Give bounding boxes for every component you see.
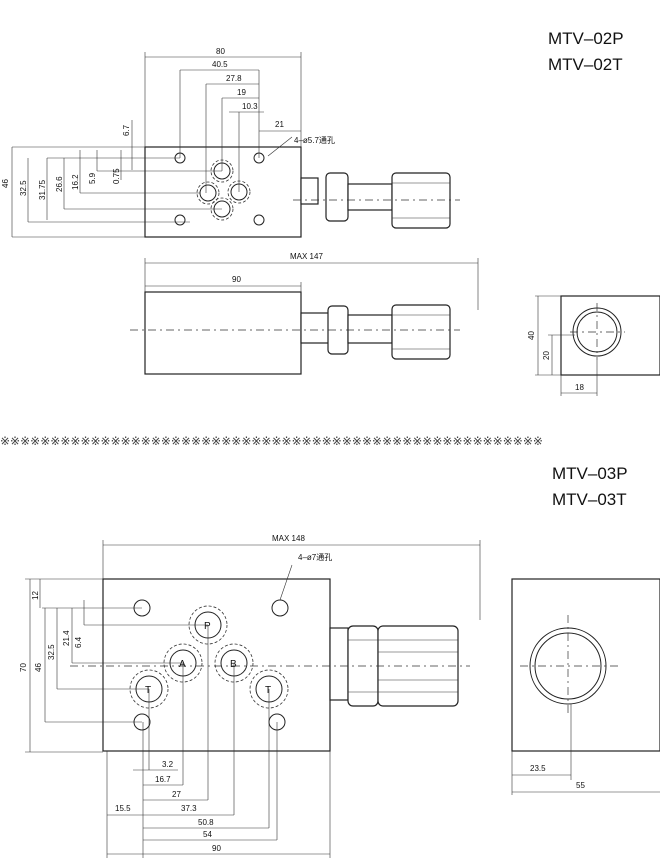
dim-21: 21 [275, 120, 284, 129]
dim-32-5: 32.5 [19, 180, 28, 196]
dim-40-5: 40.5 [212, 60, 228, 69]
port-t-left: T [145, 685, 151, 696]
dim-21-4: 21.4 [62, 630, 71, 646]
dim-20: 20 [542, 351, 551, 360]
dim-54: 54 [203, 830, 212, 839]
dim-90-side: 90 [232, 275, 241, 284]
dim-15-5: 15.5 [115, 804, 131, 813]
dim-37-3: 37.3 [181, 804, 197, 813]
dim-18: 18 [575, 383, 584, 392]
dim-23-5: 23.5 [530, 764, 546, 773]
dim-3-2: 3.2 [162, 760, 174, 769]
model-title-03p: MTV–03P [552, 464, 628, 483]
section-separator: ※※※※※※※※※※※※※※※※※※※※※※※※※※※※※※※※※※※※※※※※… [0, 434, 543, 448]
dim-max-147: MAX 147 [290, 252, 323, 261]
model-title-02t: MTV–02T [548, 55, 623, 74]
dim-19: 19 [237, 88, 246, 97]
dim-16-7: 16.7 [155, 775, 171, 784]
model-title-03t: MTV–03T [552, 490, 627, 509]
dim-12: 12 [31, 591, 40, 600]
dim-26-6: 26.6 [55, 176, 64, 192]
dim-50-8: 50.8 [198, 818, 214, 827]
dim-31-75: 31.75 [38, 179, 47, 200]
dim-46: 46 [1, 179, 10, 188]
hole-note-03: 4–ø7通孔 [298, 552, 332, 562]
dim-70: 70 [19, 663, 28, 672]
dim-27: 27 [172, 790, 181, 799]
dim-5-9: 5.9 [88, 172, 97, 184]
port-t-right: T [265, 685, 271, 696]
dim-10-3: 10.3 [242, 102, 258, 111]
dim-55: 55 [576, 781, 585, 790]
port-b: B [230, 659, 237, 670]
dim-6-4: 6.4 [74, 636, 83, 648]
model-title-02p: MTV–02P [548, 29, 624, 48]
dim-46-03: 46 [34, 663, 43, 672]
mtv03-top-view: P A B T T MAX 148 [19, 534, 481, 858]
dim-6-7: 6.7 [122, 124, 131, 136]
mtv02-top-view: 80 40.5 27.8 19 10.3 21 4–ø5.7通孔 46 32.5… [1, 47, 460, 238]
dim-80: 80 [216, 47, 225, 56]
dim-40: 40 [527, 331, 536, 340]
dim-max-148: MAX 148 [272, 534, 305, 543]
port-p: P [204, 621, 211, 632]
dim-90-03: 90 [212, 844, 221, 853]
dim-16-2: 16.2 [71, 174, 80, 190]
mtv02-side-view: MAX 147 90 [130, 252, 479, 375]
hole-note-02: 4–ø5.7通孔 [294, 135, 335, 145]
mtv03-end-view: 23.5 55 [511, 578, 660, 795]
mtv02-end-view: 40 20 18 [527, 295, 660, 396]
port-a: A [179, 659, 186, 670]
dim-27-8: 27.8 [226, 74, 242, 83]
dim-32-5-03: 32.5 [47, 644, 56, 660]
dim-0-75: 0.75 [112, 168, 121, 184]
